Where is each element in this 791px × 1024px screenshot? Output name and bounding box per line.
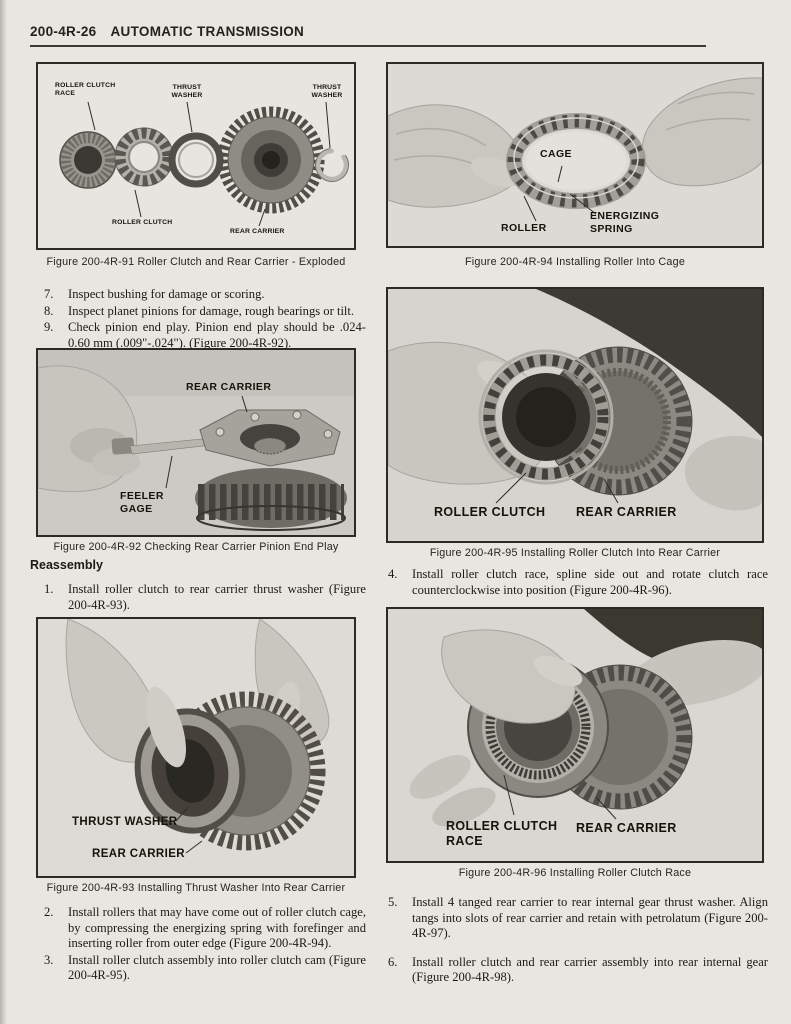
figure-96-box: ROLLER CLUTCH RACE REAR CARRIER [386, 607, 764, 863]
label-roller-clutch-race: ROLLER CLUTCH RACE [446, 819, 558, 849]
step-item-6: 6. Install roller clutch and rear carrie… [388, 955, 768, 986]
figure-92-box: REAR CARRIER FEELER GAGE [36, 348, 356, 537]
step-item-5: 5. Install 4 tanged rear carrier to rear… [388, 895, 768, 942]
label-cage: CAGE [540, 148, 572, 160]
figure-94-photo [388, 64, 762, 246]
label-energizing-spring: ENERGIZING SPRING [590, 210, 660, 235]
step-number: 3. [44, 952, 54, 967]
inspect-steps-list: 7. Inspect bushing for damage or scoring… [44, 287, 366, 352]
step-text: Inspect bushing for damage or scoring. [68, 287, 265, 301]
label-rear-carrier: REAR CARRIER [576, 505, 677, 519]
figure-91-photo [38, 64, 354, 248]
step-number: 8. [44, 303, 54, 318]
step-text: Install 4 tanged rear carrier to rear in… [412, 895, 768, 941]
step-text: Install roller clutch assembly into roll… [68, 952, 366, 983]
header-rule [30, 45, 706, 47]
step-item-4: 4. Install roller clutch race, spline si… [388, 567, 768, 598]
figure-91-box: ROLLER CLUTCH RACE THRUST WASHER THRUST … [36, 62, 356, 250]
figure-91-caption: Figure 200-4R-91 Roller Clutch and Rear … [46, 256, 346, 268]
step-item-8: 8. Inspect planet pinions for damage, ro… [44, 304, 366, 320]
label-roller-clutch: ROLLER CLUTCH [112, 219, 173, 226]
step-item-2: 2. Install rollers that may have come ou… [44, 905, 366, 952]
figure-94-box: CAGE ROLLER ENERGIZING SPRING [386, 62, 764, 248]
figure-96-photo [388, 609, 762, 861]
step-text: Inspect planet pinions for damage, rough… [68, 303, 355, 318]
figure-95-photo [388, 289, 762, 541]
step-number: 6. [388, 954, 398, 969]
label-rear-carrier: REAR CARRIER [92, 848, 185, 860]
label-feeler-gage: FEELER GAGE [120, 490, 164, 515]
step-number: 1. [44, 582, 54, 596]
step-item-7: 7. Inspect bushing for damage or scoring… [44, 287, 366, 303]
step-number: 5. [388, 895, 398, 909]
step-text: Install rollers that may have come out o… [68, 905, 366, 951]
figure-95-box: ROLLER CLUTCH REAR CARRIER [386, 287, 764, 543]
step-item-9: 9. Check pinion end play. Pinion end pla… [44, 320, 366, 351]
label-rear-carrier: REAR CARRIER [186, 381, 272, 393]
label-rear-carrier: REAR CARRIER [230, 228, 285, 235]
label-thrust-washer-left: THRUST WASHER [171, 84, 203, 100]
step-item-3: 3. Install roller clutch assembly into r… [44, 953, 366, 984]
section-code: 200-4R-26 [30, 24, 97, 39]
step-text: Install roller clutch and rear carrier a… [412, 954, 768, 985]
step-text: Install roller clutch race, spline side … [412, 567, 768, 597]
label-thrust-washer: THRUST WASHER [72, 816, 178, 828]
label-roller: ROLLER [501, 222, 547, 234]
figure-93-box: THRUST WASHER REAR CARRIER [36, 617, 356, 878]
step-number: 4. [388, 567, 398, 581]
step-text: Install roller clutch to rear carrier th… [68, 582, 366, 612]
figure-95-caption: Figure 200-4R-95 Installing Roller Clutc… [429, 547, 721, 559]
label-roller-clutch: ROLLER CLUTCH [434, 505, 546, 519]
figure-94-caption: Figure 200-4R-94 Installing Roller Into … [464, 256, 686, 268]
figure-93-caption: Figure 200-4R-93 Installing Thrust Washe… [46, 882, 346, 894]
reassembly-steps-5-6: 5. Install 4 tanged rear carrier to rear… [388, 895, 768, 987]
reassembly-step-4: 4. Install roller clutch race, spline si… [388, 567, 768, 599]
step-item-1: 1. Install roller clutch to rear carrier… [44, 582, 366, 613]
step-number: 2. [44, 905, 54, 919]
figure-92-photo [38, 350, 354, 535]
page-title: AUTOMATIC TRANSMISSION [110, 24, 305, 39]
figure-96-caption: Figure 200-4R-96 Installing Roller Clutc… [458, 867, 692, 879]
label-thrust-washer-right: THRUST WASHER [311, 84, 343, 100]
reassembly-steps-2-3: 2. Install rollers that may have come ou… [44, 905, 366, 985]
reassembly-step-1: 1. Install roller clutch to rear carrier… [44, 582, 366, 614]
step-number: 7. [44, 287, 54, 301]
label-roller-clutch-race: ROLLER CLUTCH RACE [55, 82, 116, 98]
figure-92-caption: Figure 200-4R-92 Checking Rear Carrier P… [53, 541, 339, 553]
figure-93-photo [38, 619, 354, 876]
step-text: Check pinion end play. Pinion end play s… [68, 320, 366, 350]
label-rear-carrier: REAR CARRIER [576, 821, 677, 835]
step-number: 9. [44, 320, 54, 335]
page-header: 200-4R-26 AUTOMATIC TRANSMISSION [30, 24, 304, 39]
reassembly-heading: Reassembly [30, 558, 103, 572]
